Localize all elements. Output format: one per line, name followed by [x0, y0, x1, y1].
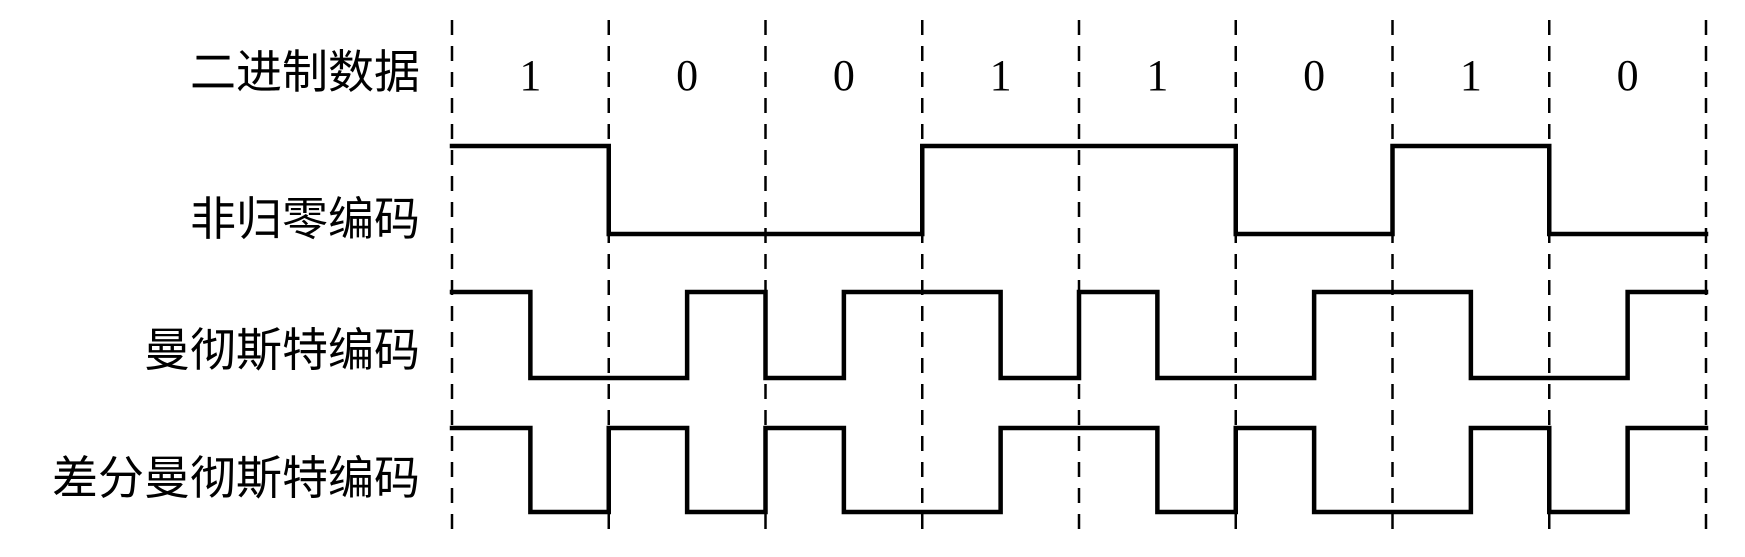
bit-value: 1	[1460, 51, 1482, 100]
label-manchester: 曼彻斯特编码	[144, 323, 420, 377]
label-diff-manchester: 差分曼彻斯特编码	[52, 451, 420, 505]
bit-value: 0	[676, 51, 698, 100]
bit-value: 0	[1303, 51, 1325, 100]
bit-value: 1	[519, 51, 541, 100]
bit-value: 0	[1617, 51, 1639, 100]
nrz-waveform	[449, 143, 1709, 237]
diff-manchester-waveform	[449, 425, 1709, 515]
bit-value: 1	[990, 51, 1012, 100]
bit-value: 0	[833, 51, 855, 100]
label-nrz: 非归零编码	[190, 192, 420, 246]
label-binary-data: 二进制数据	[190, 45, 420, 99]
bit-values: 1 0 0 1 1 0 1 0	[519, 51, 1638, 100]
bit-boundary-lines	[450, 20, 1708, 540]
manchester-waveform	[449, 289, 1709, 381]
bit-value: 1	[1146, 51, 1168, 100]
